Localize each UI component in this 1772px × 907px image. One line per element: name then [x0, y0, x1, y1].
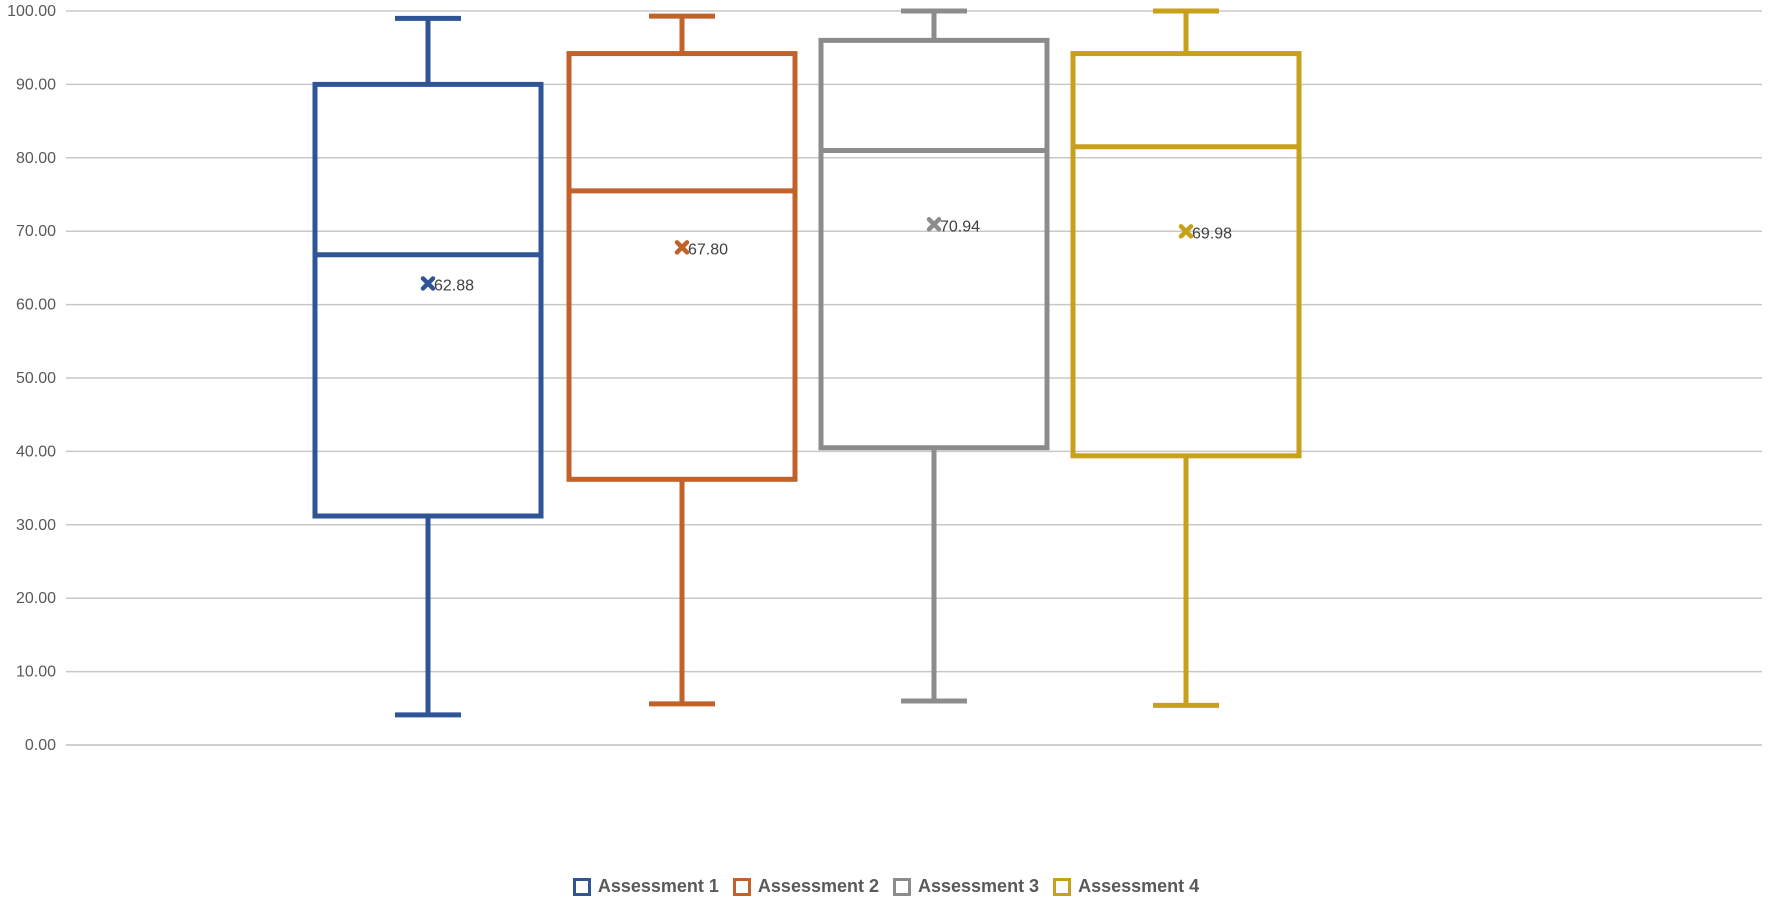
y-tick-label: 90.00 [16, 76, 56, 93]
legend-swatch [732, 877, 751, 896]
mean-label: 62.88 [434, 277, 474, 294]
legend-item: Assessment 4 [1053, 876, 1199, 897]
legend-item: Assessment 1 [572, 876, 719, 897]
y-tick-label: 50.00 [16, 370, 56, 387]
box-iqr [312, 81, 544, 519]
legend-item: Assessment 2 [732, 876, 879, 897]
box-iqr [1070, 51, 1302, 459]
y-tick-label: 80.00 [16, 150, 56, 167]
legend-swatch [572, 877, 591, 896]
boxplot-chart: 0.00 10.00 20.00 30.00 40.00 50.00 60.00 70.00 8… [7, 3, 1762, 754]
mean-marker [926, 217, 942, 232]
y-tick-label: 10.00 [16, 664, 56, 681]
box-iqr [566, 51, 798, 482]
mean-label: 70.94 [940, 218, 980, 235]
mean-label: 67.80 [688, 241, 728, 258]
legend-label: Assessment 2 [757, 876, 879, 896]
y-tick-label: 0.00 [25, 737, 56, 754]
mean-marker [420, 276, 436, 291]
y-tick-label: 60.00 [16, 297, 56, 314]
legend-swatch [893, 877, 911, 896]
legend-label: Assessment 1 [597, 876, 719, 896]
y-tick-label: 40.00 [16, 443, 56, 460]
legend-label: Assessment 4 [1078, 876, 1200, 896]
mean-marker [674, 240, 690, 255]
y-tick-label: 100.00 [7, 3, 56, 20]
legend-item: Assessment 3 [893, 876, 1039, 897]
box-iqr [818, 37, 1050, 451]
mean-marker [1178, 224, 1194, 239]
mean-label: 69.98 [1192, 225, 1232, 242]
legend: Assessment 1 Assessment 2 Assessment 3 Asse… [0, 876, 1772, 897]
y-tick-label: 30.00 [16, 517, 56, 534]
y-tick-label: 70.00 [16, 223, 56, 240]
legend-swatch [1053, 877, 1072, 896]
legend-label: Assessment 3 [918, 876, 1040, 896]
y-tick-label: 20.00 [16, 590, 56, 607]
